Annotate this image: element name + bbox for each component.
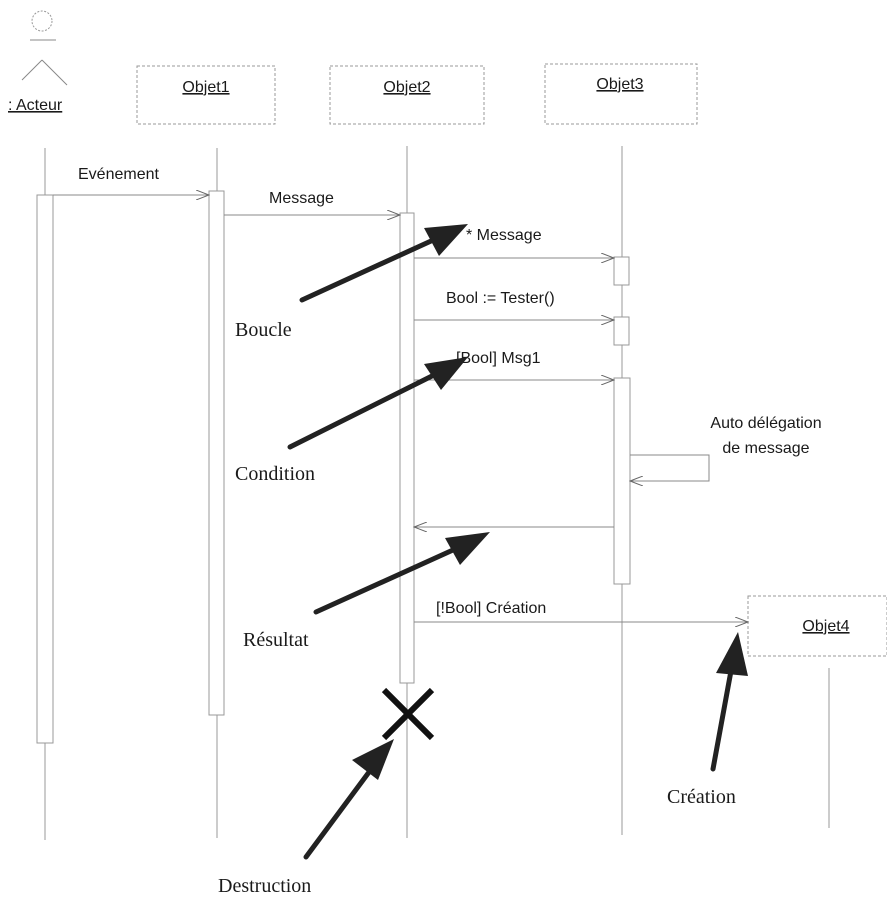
message-message-label: Message — [269, 190, 334, 207]
object-objet4: Objet4 — [747, 595, 887, 657]
annotation-label-condition: Condition — [235, 463, 315, 485]
message-msg1-label: [Bool] Msg1 — [456, 350, 541, 367]
self-delegation-label-line2: de message — [722, 440, 809, 457]
activation-objet3-b — [613, 316, 630, 346]
object-objet2: Objet2 — [329, 65, 485, 125]
activation-objet3-a — [613, 256, 630, 286]
annotation-label-creation: Création — [667, 786, 736, 808]
message-evenement-label: Evénement — [78, 166, 159, 183]
object-box-objet4 — [747, 595, 887, 657]
self-delegation-label-line1: Auto délégation — [710, 415, 821, 432]
object-box-objet3 — [544, 63, 698, 125]
annotation-arrow-condition — [287, 357, 468, 450]
actor-head — [31, 10, 53, 32]
message-creation-label: [!Bool] Création — [436, 600, 546, 617]
annotation-label-boucle: Boucle — [235, 319, 292, 341]
actor: : Acteur — [8, 10, 68, 114]
actor-right-leg — [41, 59, 68, 86]
message-tester-label: Bool := Tester() — [446, 290, 555, 307]
activation-objet2 — [399, 212, 415, 684]
destruction-cross-icon — [381, 687, 435, 741]
object-box-objet2 — [329, 65, 485, 125]
activation-acteur — [36, 194, 54, 744]
actor-left-leg — [21, 59, 43, 81]
annotation-label-destruction: Destruction — [218, 875, 311, 897]
object-label-objet4: Objet4 — [802, 618, 849, 635]
object-label-objet2: Objet2 — [383, 79, 430, 96]
activation-objet3-c — [613, 377, 631, 585]
object-objet3: Objet3 — [544, 63, 698, 125]
annotation-arrow-resultat — [313, 532, 490, 615]
object-objet1: Objet1 — [136, 65, 276, 125]
object-label-objet3: Objet3 — [596, 76, 643, 93]
activation-objet1 — [208, 190, 225, 716]
message-loop-label: * Message — [466, 227, 542, 244]
self-delegation-arrow — [630, 454, 710, 481]
object-box-objet1 — [136, 65, 276, 125]
object-label-objet1: Objet1 — [182, 79, 229, 96]
actor-label: : Acteur — [8, 97, 63, 114]
annotation-label-resultat: Résultat — [243, 629, 309, 651]
annotation-arrow-boucle — [299, 224, 468, 303]
annotation-arrow-destruction — [303, 739, 394, 860]
annotation-arrow-creation — [710, 632, 748, 772]
